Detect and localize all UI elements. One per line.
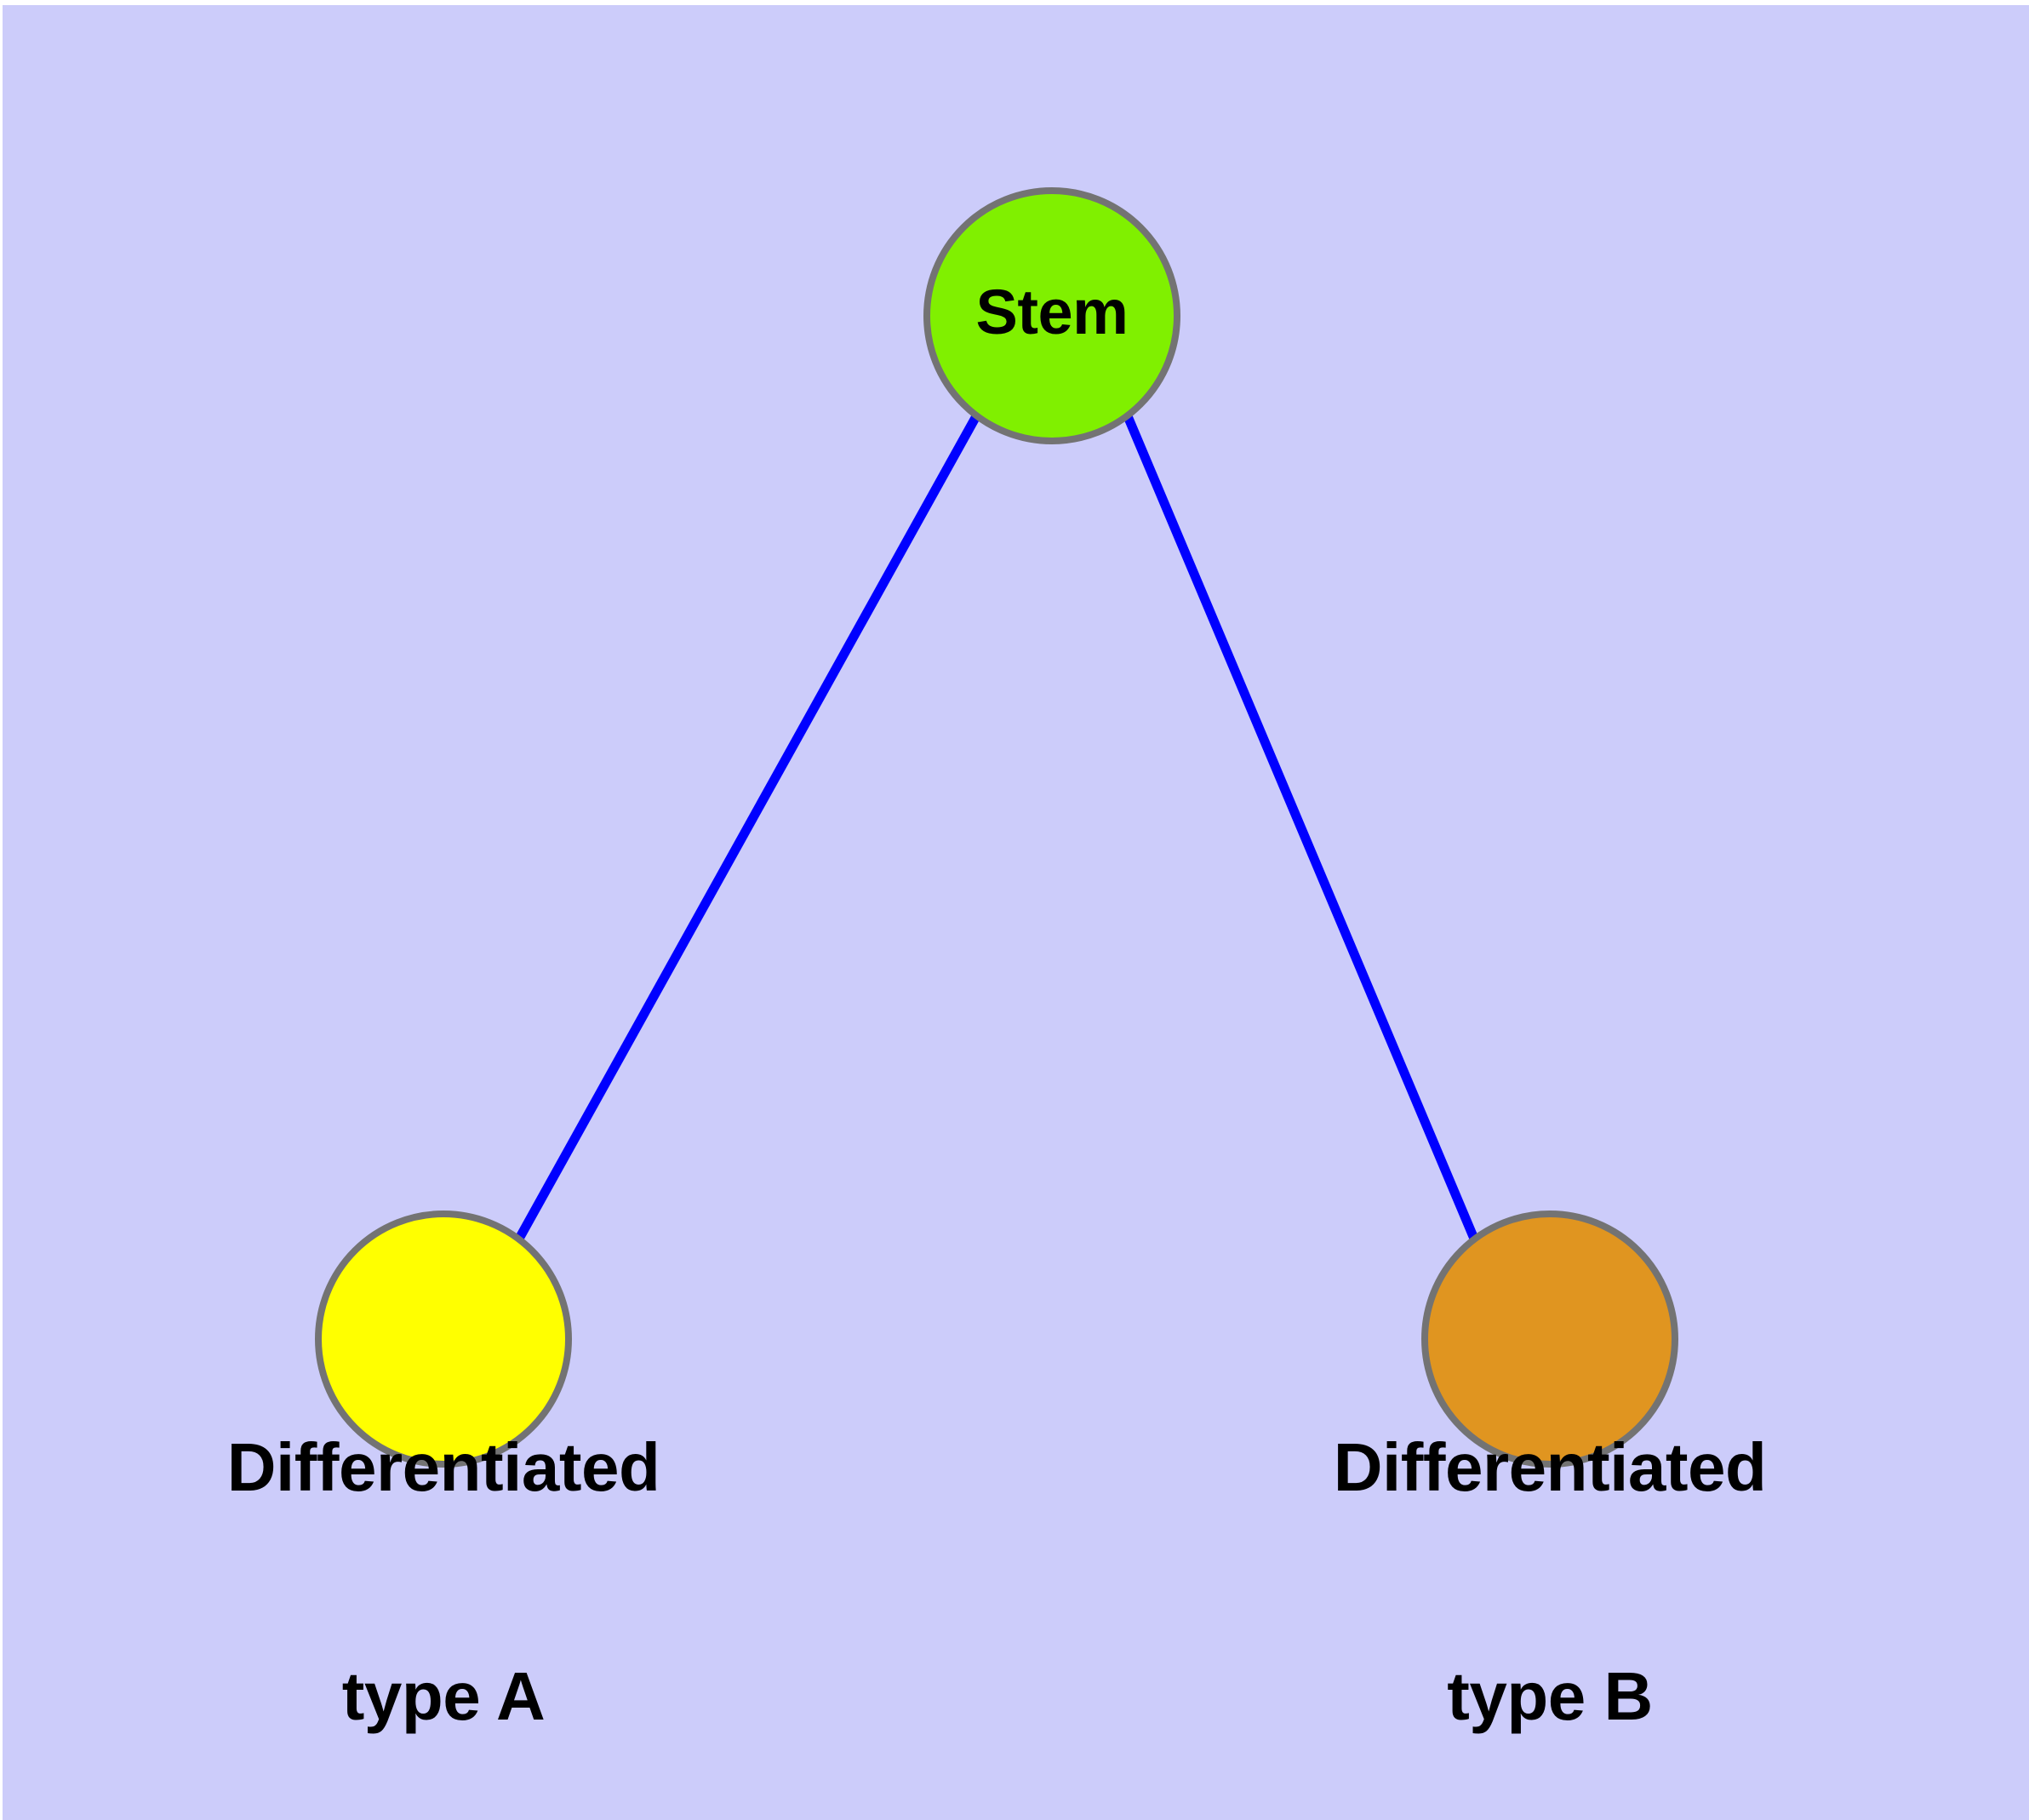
edge-stem-to-type-b[interactable] — [1123, 414, 1479, 1241]
edge-stem-to-type-a[interactable] — [515, 414, 980, 1241]
node-differentiated-type-b[interactable] — [1421, 1210, 1678, 1468]
node-differentiated-type-a[interactable] — [315, 1210, 572, 1468]
edge-layer — [515, 414, 1479, 1241]
node-stem[interactable] — [923, 187, 1180, 444]
node-layer — [315, 187, 1678, 1468]
